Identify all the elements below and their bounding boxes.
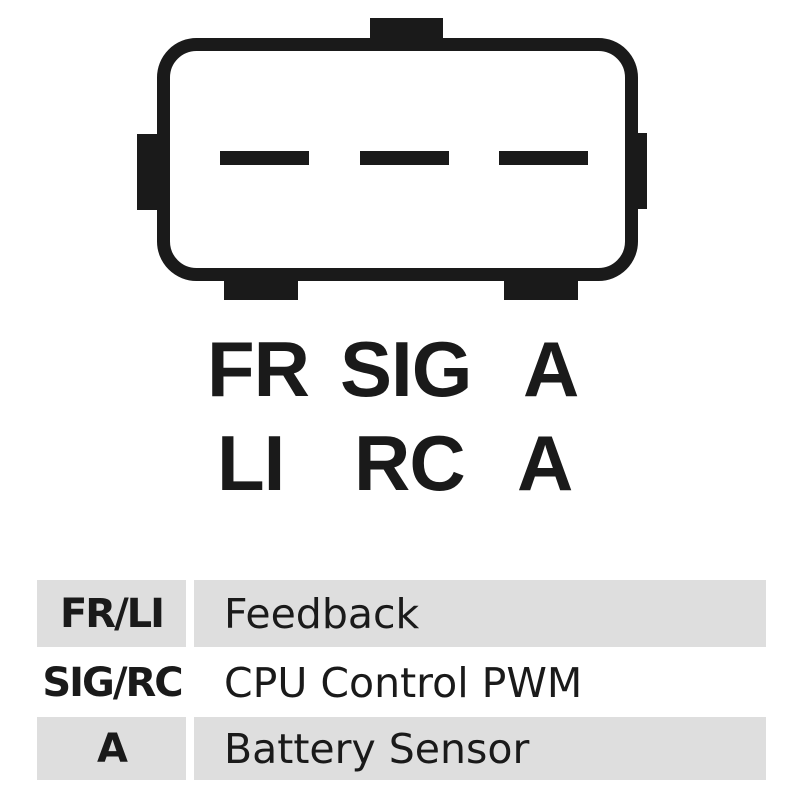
- pin-label-sig: SIG: [340, 325, 472, 413]
- pin-1-fr-li: [220, 151, 309, 165]
- pin-label-a-top: A: [523, 325, 579, 413]
- legend-description-cell: CPU Control PWM: [224, 659, 583, 707]
- pin-3-a: [499, 151, 588, 165]
- pin-label-li: LI: [217, 419, 285, 507]
- pin-2-sig-rc: [360, 151, 449, 165]
- pin-label-row-2: LI RC A: [0, 424, 800, 514]
- pin-label-fr: FR: [207, 325, 310, 413]
- legend-code-cell: SIG/RC: [42, 660, 183, 706]
- connector-plug-diagram: [137, 18, 647, 300]
- pin-label-row-1: FR SIG A: [0, 330, 800, 420]
- legend-description-cell: Feedback: [194, 580, 766, 647]
- pin-label-a-bottom: A: [517, 419, 573, 507]
- legend-code-cell: FR/LI: [37, 580, 186, 647]
- legend-code-cell: A: [37, 717, 186, 780]
- legend-description-cell: Battery Sensor: [194, 717, 766, 780]
- pin-label-rc: RC: [354, 419, 466, 507]
